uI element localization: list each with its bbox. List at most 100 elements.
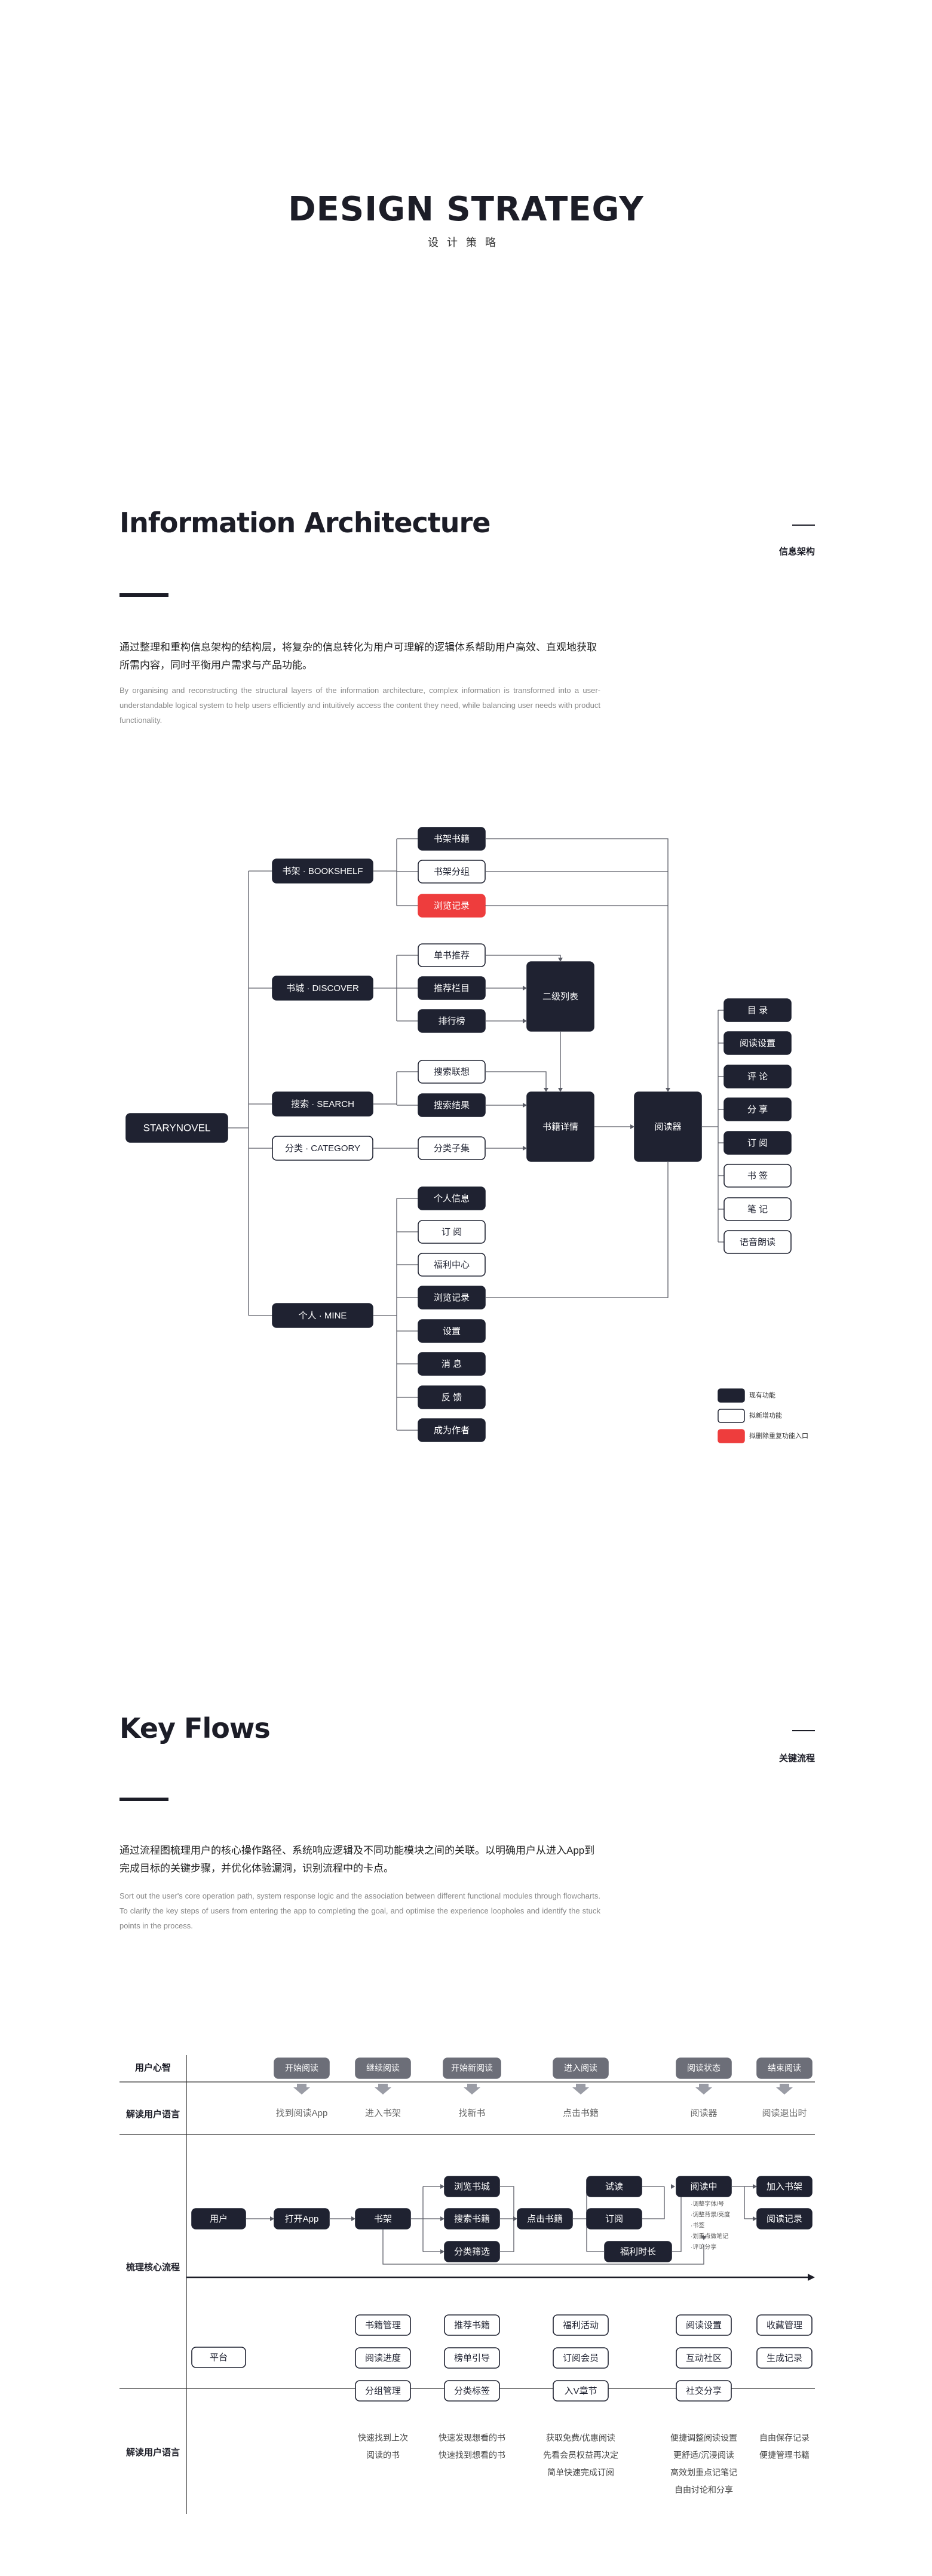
kf-desc-cn: 通过流程图梳理用户的核心操作路径、系统响应逻辑及不同功能模块之间的关联。以明确用… — [119, 1845, 595, 1874]
connector-line — [642, 2186, 665, 2219]
node-reader-label: 阅读器 — [654, 1122, 681, 1132]
node-mine-3-label: 浏览记录 — [434, 1293, 470, 1303]
platform-4-0-label: 收藏管理 — [767, 2320, 802, 2330]
ia-desc-cn: 通过整理和重构信息架构的结构层，将复杂的信息转化为用户可理解的逻辑体系帮助用户高… — [119, 642, 597, 671]
flow-open-app-label: 打开App — [285, 2214, 319, 2224]
node-mine-1 — [418, 1220, 486, 1244]
node-mine-2-label: 福利中心 — [434, 1260, 470, 1270]
node-second-list-label: 二级列表 — [542, 992, 578, 1002]
flow-branch-0-label: 浏览书城 — [454, 2182, 490, 2192]
connector-line — [485, 955, 561, 962]
flow-user-label: 用户 — [210, 2214, 228, 2224]
mind-0 — [274, 2057, 330, 2079]
arrow-head — [440, 2184, 444, 2189]
flow-click-book-label: 点击书籍 — [527, 2214, 563, 2224]
platform-1-1-label: 榜单引导 — [454, 2353, 490, 2363]
connector-line — [485, 838, 669, 1092]
flow-end-0 — [756, 2176, 813, 2197]
platform-0-1-label: 阅读进度 — [365, 2353, 401, 2363]
node-mine-5 — [418, 1352, 486, 1376]
mind-5 — [756, 2057, 813, 2079]
platform-2-2-label: 入V章节 — [564, 2385, 597, 2396]
flow-access-0-label: 试读 — [605, 2182, 623, 2192]
node-mine-0-label: 个人信息 — [434, 1194, 470, 1204]
row-label-1: 解读用户语言 — [126, 2109, 180, 2120]
mind-arrow-3 — [572, 2084, 589, 2094]
node-discover-1-label: 推荐栏目 — [434, 983, 470, 993]
connector-line — [485, 1161, 669, 1298]
mind-3-label: 进入阅读 — [564, 2063, 597, 2073]
node-reader-item-3-label: 分 享 — [747, 1105, 768, 1115]
node-bookshelf-2-label: 浏览记录 — [434, 901, 470, 911]
connector-line — [382, 2229, 704, 2265]
flow-end-1-label: 阅读记录 — [767, 2214, 802, 2224]
mind-2 — [443, 2057, 501, 2079]
node-reader-item-2-label: 评 论 — [747, 1072, 768, 1082]
arrow-head — [523, 1103, 527, 1108]
node-reader-item-6-label: 笔 记 — [747, 1204, 768, 1215]
platform-0-0 — [355, 2314, 411, 2336]
ia-side-line — [792, 525, 815, 526]
interpret-3-0: 便捷调整阅读设置 — [670, 2433, 737, 2443]
node-bookshelf-0-label: 书架书籍 — [434, 834, 470, 844]
node-mine-0 — [418, 1186, 486, 1210]
platform-3-2 — [676, 2380, 732, 2402]
node-reader-item-0-label: 目 录 — [747, 1005, 768, 1016]
mind-word-4: 阅读器 — [690, 2108, 717, 2118]
legend-swatch-1 — [718, 1409, 745, 1423]
arrow-head — [523, 986, 527, 990]
interpret-1-1: 快速找到想看的书 — [439, 2451, 505, 2460]
node-mine-label: 个人 · MINE — [299, 1311, 347, 1321]
node-discover-0-label: 单书推荐 — [434, 950, 470, 961]
node-reader-item-1-label: 阅读设置 — [740, 1038, 775, 1048]
row-label-2: 梳理核心流程 — [126, 2262, 180, 2273]
arrow-head — [513, 2216, 517, 2221]
mind-5-label: 结束阅读 — [768, 2063, 801, 2073]
ia-desc-en: By organising and reconstructing the str… — [119, 686, 600, 725]
platform-2-1 — [553, 2347, 609, 2369]
node-reader-item-4 — [723, 1131, 792, 1155]
platform-1-2-label: 分类标签 — [454, 2386, 490, 2396]
node-search-label: 搜索 · SEARCH — [291, 1099, 354, 1109]
kf-side-line — [792, 1730, 815, 1731]
mind-arrow-1 — [375, 2084, 391, 2094]
node-reader-item-5 — [723, 1164, 792, 1188]
interpret-0-1: 阅读的书 — [366, 2451, 400, 2460]
flow-branch-2-label: 分类筛选 — [454, 2247, 490, 2257]
mind-4-label: 阅读状态 — [687, 2063, 721, 2073]
platform-0-0-label: 书籍管理 — [365, 2320, 401, 2330]
interpret-4-0: 自由保存记录 — [759, 2433, 810, 2443]
row-label-3: 解读用户语言 — [126, 2447, 180, 2458]
platform-4-0 — [756, 2314, 813, 2336]
node-bookshelf-label: 书架 · BOOKSHELF — [282, 866, 363, 876]
node-discover-label: 书城 · DISCOVER — [286, 983, 359, 993]
reading-note-2: ·书签 — [691, 2222, 704, 2230]
page-title: DESIGN STRATEGY — [288, 190, 644, 229]
flow-reading-label: 阅读中 — [690, 2182, 717, 2192]
node-mine-4 — [418, 1319, 486, 1343]
mind-arrow-4 — [695, 2084, 712, 2094]
ia-title: Information Architecture — [119, 507, 490, 539]
mind-word-2: 找新书 — [458, 2108, 485, 2118]
arrow-head — [701, 2236, 706, 2240]
timeline-arrow — [808, 2274, 815, 2281]
node-root-label: STARYNOVEL — [143, 1122, 211, 1133]
platform-3-2-label: 社交分享 — [686, 2385, 722, 2396]
node-mine-5-label: 消 息 — [442, 1359, 462, 1369]
node-reader-item-7-label: 语音朗读 — [740, 1237, 775, 1247]
mind-1 — [355, 2057, 411, 2079]
platform-0-1 — [355, 2347, 411, 2369]
flow-branch-1-label: 搜索书籍 — [454, 2214, 490, 2224]
mind-arrow-0 — [293, 2084, 310, 2094]
node-mine-6-label: 反 馈 — [442, 1393, 462, 1403]
reading-note-0: ·调整字体/号 — [691, 2200, 724, 2208]
node-mine-7-label: 成为作者 — [434, 1425, 470, 1436]
flow-access-2-label: 福利时长 — [620, 2247, 656, 2257]
mind-2-label: 开始新阅读 — [451, 2063, 493, 2073]
ia-title-bar — [119, 593, 168, 597]
node-reader-item-3 — [723, 1097, 792, 1121]
platform-1-0-label: 推荐书籍 — [454, 2320, 490, 2330]
connector-line — [672, 2197, 682, 2252]
interpret-4-1: 便捷管理书籍 — [759, 2451, 810, 2460]
